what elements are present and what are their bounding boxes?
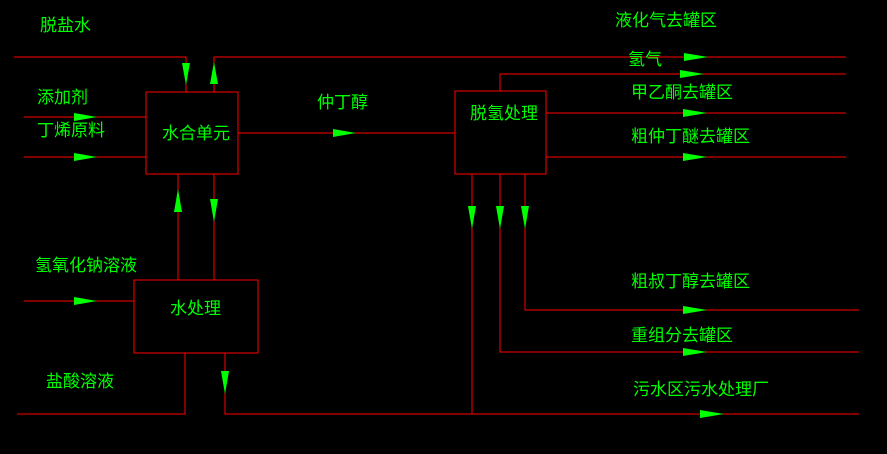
dehydrogenation-label: 脱氢处理 [470,104,538,124]
heavy-ends-line [499,174,859,353]
arrow-water-return-icon [174,189,182,212]
sec-butanol-label: 仲丁醇 [317,93,368,113]
water-treatment-box [133,279,259,354]
arrow-crude-tba-down-icon [521,206,529,229]
arrow-wastewater-down-icon [221,371,229,394]
arrow-wastewater-icon [700,410,724,418]
arrow-mek-icon [683,109,707,117]
crude-sbe-label: 粗仲丁醚去罐区 [631,127,750,147]
arrow-desalted-water-icon [182,63,190,85]
hcl-solution-label: 盐酸溶液 [46,372,114,392]
hcl-line [17,353,186,415]
arrow-dehydro-waste-icon [468,206,476,229]
wastewater-label: 污水区污水处理厂 [633,380,769,400]
arrow-crude-sbe-icon [683,153,707,161]
arrow-butene-icon [74,153,97,161]
mek-label: 甲乙酮去罐区 [631,83,733,103]
arrow-water-down-icon [210,199,218,222]
arrow-lpg-icon [684,53,708,61]
arrow-heavy-ends-down-icon [496,206,504,229]
crude-tba-label: 粗叔丁醇去罐区 [631,272,750,292]
arrow-naoh-icon [74,297,97,305]
lpg-label: 液化气去罐区 [615,11,717,31]
butene-feed-label: 丁烯原料 [37,121,105,141]
heavy-ends-label: 重组分去罐区 [631,326,733,346]
arrow-additive-icon [74,113,97,121]
water-treatment-label: 水处理 [170,299,221,319]
arrow-heavy-ends-icon [683,348,707,356]
arrow-crude-tba-icon [683,306,707,314]
naoh-solution-label: 氢氧化钠溶液 [35,256,137,276]
arrow-hydrogen-icon [680,70,704,78]
hydrogen-label: 氢气 [628,50,662,70]
hydrogen-line [499,73,846,91]
desalted-water-label: 脱盐水 [40,16,91,36]
arrow-sec-butanol-icon [333,129,356,137]
arrow-recycle-icon [210,62,218,84]
hydration-unit-label: 水合单元 [162,124,230,144]
additive-label: 添加剂 [37,88,88,108]
